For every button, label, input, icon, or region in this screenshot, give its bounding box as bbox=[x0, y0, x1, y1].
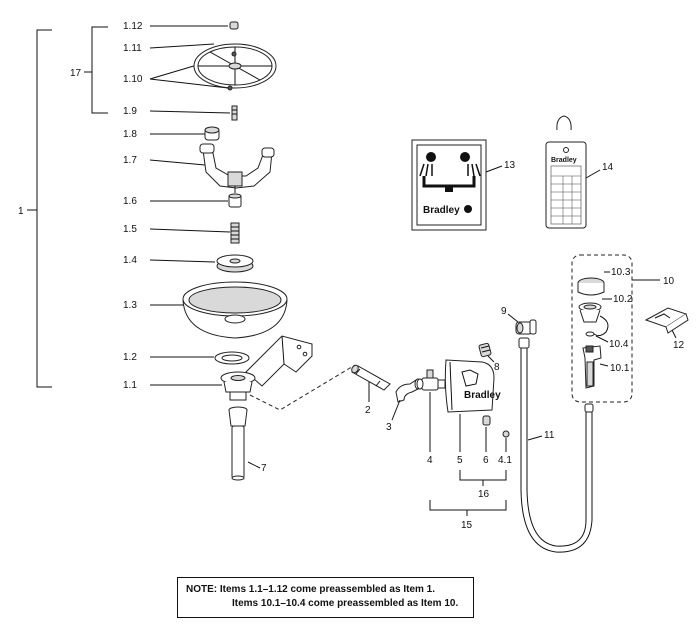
label-6: 6 bbox=[483, 455, 489, 466]
part-7-tailpiece bbox=[228, 406, 248, 481]
label-8: 8 bbox=[494, 362, 500, 373]
label-11: 11 bbox=[544, 430, 555, 441]
part-10-2-spray-head bbox=[578, 302, 609, 337]
label-1-1: 1.1 bbox=[123, 380, 137, 391]
tag-brand: Bradley bbox=[551, 157, 577, 164]
valve-plate-brand: Bradley bbox=[464, 390, 501, 401]
label-1-5: 1.5 bbox=[123, 224, 137, 235]
label-4: 4 bbox=[427, 455, 433, 466]
part-14-inspection-tag: Bradley bbox=[545, 115, 587, 229]
label-1-7: 1.7 bbox=[123, 155, 137, 166]
group-10-outline bbox=[571, 254, 633, 403]
label-12: 12 bbox=[673, 340, 685, 351]
label-9: 9 bbox=[501, 306, 507, 317]
bracket-item-17 bbox=[84, 26, 108, 114]
part-6-fitting bbox=[482, 415, 491, 426]
part-1-8-dust-cap bbox=[204, 126, 220, 141]
label-1-11: 1.11 bbox=[123, 43, 142, 54]
part-1-1-drain bbox=[220, 371, 256, 401]
bracket-item-16 bbox=[459, 470, 507, 486]
part-13-sign: Bradley bbox=[411, 139, 487, 231]
leader-7 bbox=[247, 461, 261, 469]
note-line-2: Items 10.1–10.4 come preassembled as Ite… bbox=[232, 598, 459, 609]
part-1-12-cap bbox=[229, 21, 239, 30]
leader-8 bbox=[487, 355, 495, 363]
leaders-item-1 bbox=[149, 25, 235, 386]
part-1-3-bowl bbox=[182, 281, 288, 339]
part-5-valve-handle: Bradley bbox=[444, 359, 501, 413]
part-1-5-nipple bbox=[230, 222, 240, 244]
label-15: 15 bbox=[461, 520, 473, 531]
note-line-1: NOTE: Items 1.1–1.12 come preassembled a… bbox=[186, 584, 436, 595]
part-1-4-nut bbox=[216, 254, 254, 273]
label-5: 5 bbox=[457, 455, 463, 466]
part-8-fitting bbox=[478, 342, 492, 358]
part-1-11-ring bbox=[193, 43, 277, 91]
label-10-3: 10.3 bbox=[611, 267, 631, 278]
label-10-4: 10.4 bbox=[609, 339, 629, 350]
label-4-1: 4.1 bbox=[498, 455, 512, 466]
label-16: 16 bbox=[478, 489, 490, 500]
part-10-4-o-ring bbox=[585, 331, 595, 337]
leader-9 bbox=[507, 313, 519, 323]
part-10-1-handle bbox=[582, 345, 602, 389]
part-1-7-spray-head bbox=[199, 143, 275, 193]
part-1-6-coupling bbox=[228, 193, 242, 208]
dashed-connection bbox=[249, 364, 356, 411]
leader-14 bbox=[585, 169, 601, 179]
part-1-9-stem bbox=[231, 105, 238, 121]
leader-13 bbox=[485, 165, 503, 173]
label-1-9: 1.9 bbox=[123, 106, 137, 117]
part-11-hose bbox=[518, 337, 594, 553]
sign-brand: Bradley bbox=[423, 205, 460, 216]
part-9-elbow-fitting bbox=[515, 319, 537, 335]
leader-10-4 bbox=[595, 335, 609, 343]
label-10: 10 bbox=[663, 276, 675, 287]
leader-10-1 bbox=[599, 363, 609, 367]
assembly-note: NOTE: Items 1.1–1.12 come preassembled a… bbox=[177, 577, 474, 618]
leader-3 bbox=[391, 399, 401, 421]
label-1-10: 1.10 bbox=[123, 74, 143, 85]
label-1-3: 1.3 bbox=[123, 300, 137, 311]
label-10-1: 10.1 bbox=[610, 363, 630, 374]
label-1-12: 1.12 bbox=[123, 21, 143, 32]
bracket-item-15 bbox=[429, 500, 507, 516]
label-10-2: 10.2 bbox=[613, 294, 633, 305]
label-1-8: 1.8 bbox=[123, 129, 137, 140]
label-1: 1 bbox=[18, 206, 24, 217]
bracket-item-1 bbox=[27, 29, 52, 388]
label-17: 17 bbox=[70, 68, 82, 79]
label-7: 7 bbox=[261, 463, 267, 474]
label-1-2: 1.2 bbox=[123, 352, 137, 363]
part-mounting-bracket bbox=[245, 335, 313, 387]
part-10-3-cap bbox=[577, 277, 605, 296]
label-1-4: 1.4 bbox=[123, 255, 137, 266]
part-4-1-ring bbox=[502, 430, 510, 438]
part-4-valve bbox=[416, 369, 446, 391]
part-2-pipe-nipple bbox=[351, 364, 391, 391]
leader-12 bbox=[671, 329, 677, 339]
leader-11 bbox=[527, 435, 543, 441]
part-12-bracket-clip bbox=[644, 307, 689, 334]
label-3: 3 bbox=[386, 422, 392, 433]
label-13: 13 bbox=[504, 160, 516, 171]
label-14: 14 bbox=[602, 162, 614, 173]
label-1-6: 1.6 bbox=[123, 196, 137, 207]
label-2: 2 bbox=[365, 405, 371, 416]
part-1-2-gasket bbox=[214, 351, 250, 365]
